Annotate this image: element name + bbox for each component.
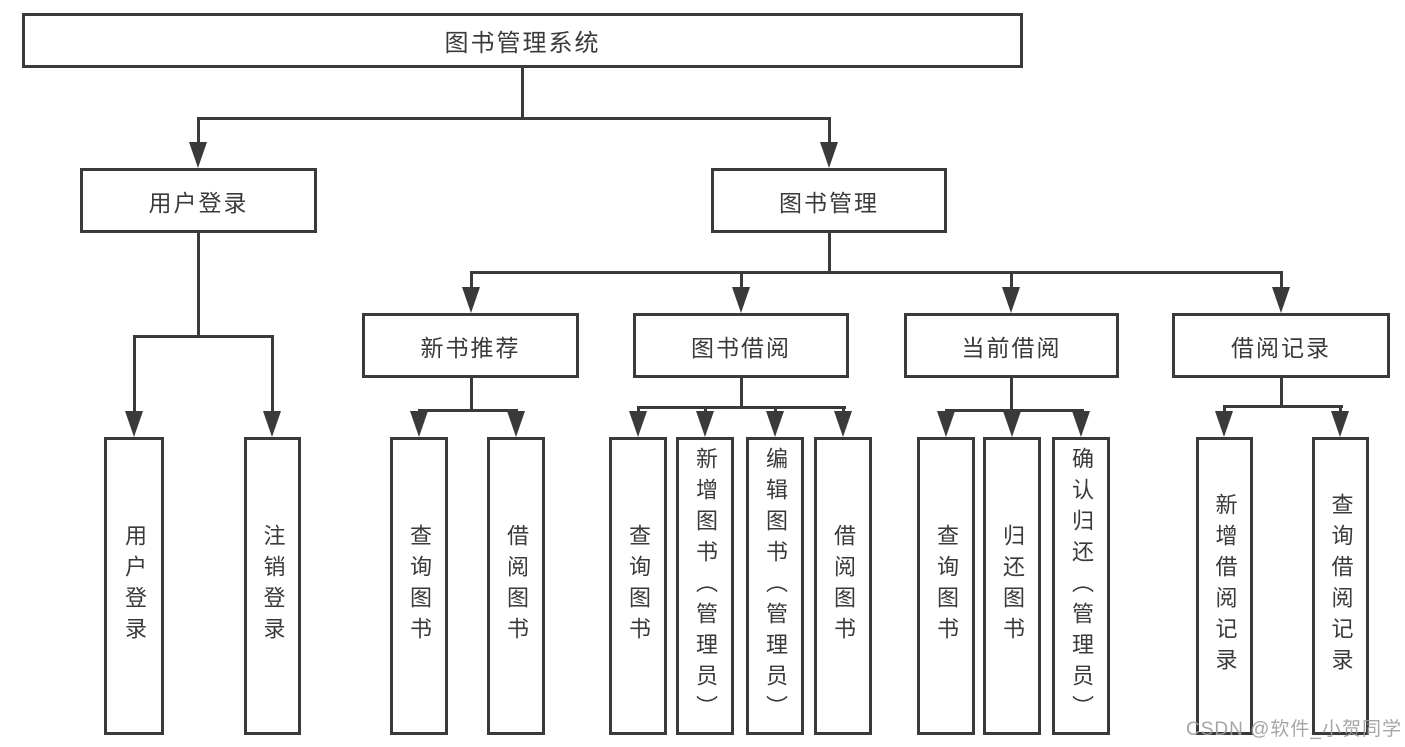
node-label: 图书管理 — [779, 189, 879, 216]
connector-stem — [1223, 405, 1226, 413]
leaf-label: 查询图书 — [407, 524, 432, 648]
leaf-label: 归还图书 — [1000, 524, 1025, 648]
connector-stem — [828, 117, 831, 144]
node-book-management: 图书管理 — [711, 168, 947, 233]
csdn-watermark: CSDN @软件_小贺同学 — [1186, 719, 1402, 740]
arrow-down-icon — [732, 287, 750, 313]
arrow-down-icon — [462, 287, 480, 313]
arrow-down-icon — [1003, 411, 1021, 437]
node-library-management-system: 图书管理系统 — [22, 13, 1023, 68]
connector-stem — [842, 406, 845, 414]
leaf-label: 借阅图书 — [504, 524, 529, 648]
arrow-down-icon — [937, 411, 955, 437]
leaf-confirm-return-admin: 确认归还（管理员） — [1052, 437, 1110, 735]
leaf-query-books-borrow: 查询图书 — [609, 437, 667, 735]
leaf-label: 用户登录 — [122, 524, 147, 648]
node-user-login: 用户登录 — [80, 168, 317, 233]
leaf-add-borrow-record: 新增借阅记录 — [1196, 437, 1253, 735]
connector-stem — [740, 271, 743, 289]
leaf-label: 新增借阅记录 — [1212, 493, 1238, 679]
connector-new-book-stem — [470, 378, 473, 409]
connector-stem — [133, 335, 136, 414]
leaf-label: 查询图书 — [626, 524, 651, 648]
node-label: 用户登录 — [148, 189, 249, 216]
arrow-down-icon — [263, 411, 281, 437]
arrow-down-icon — [834, 411, 852, 437]
arrow-down-icon — [1072, 411, 1090, 437]
arrow-down-icon — [1331, 411, 1349, 437]
arrow-down-icon — [696, 411, 714, 437]
connector-user-login-bar — [133, 335, 274, 338]
connector-book-mgmt-stem — [828, 233, 831, 273]
arrow-down-icon — [766, 411, 784, 437]
connector-new-book-bar — [418, 409, 518, 412]
connector-book-borrow-bar — [637, 406, 846, 409]
connector-borrow-record-bar — [1223, 405, 1343, 408]
node-label: 借阅记录 — [1231, 334, 1331, 361]
arrow-down-icon — [1272, 287, 1290, 313]
node-label: 当前借阅 — [961, 334, 1062, 361]
leaf-borrow-books-newbook: 借阅图书 — [487, 437, 545, 735]
connector-stem — [470, 271, 473, 289]
leaf-query-borrow-record: 查询借阅记录 — [1312, 437, 1369, 735]
arrow-down-icon — [820, 142, 838, 168]
node-label: 图书管理系统 — [444, 30, 601, 57]
connector-book-borrow-stem — [740, 378, 743, 406]
leaf-label: 查询图书 — [934, 524, 959, 648]
connector-current-borrow-bar — [945, 409, 1084, 412]
connector-stem — [637, 406, 640, 414]
arrow-down-icon — [629, 411, 647, 437]
connector-stem — [197, 117, 200, 144]
connector-stem — [271, 335, 274, 414]
node-label: 新书推荐 — [420, 334, 521, 361]
leaf-logout: 注销登录 — [244, 437, 301, 735]
arrow-down-icon — [125, 411, 143, 437]
connector-stem — [704, 406, 707, 414]
leaf-label: 新增图书（管理员） — [693, 446, 718, 726]
node-current-borrowing: 当前借阅 — [904, 313, 1119, 378]
leaf-label: 借阅图书 — [831, 524, 856, 648]
leaf-label: 编辑图书（管理员） — [763, 446, 788, 726]
node-label: 图书借阅 — [691, 334, 791, 361]
leaf-query-books-newbook: 查询图书 — [390, 437, 448, 735]
arrow-down-icon — [189, 142, 207, 168]
connector-stem — [774, 406, 777, 414]
arrow-down-icon — [507, 411, 525, 437]
node-new-book-recommendation: 新书推荐 — [362, 313, 579, 378]
leaf-label: 确认归还（管理员） — [1069, 446, 1094, 726]
connector-level3-bar — [470, 271, 1283, 274]
node-borrowing-records: 借阅记录 — [1172, 313, 1390, 378]
connector-stem — [1010, 271, 1013, 289]
arrow-down-icon — [1215, 411, 1233, 437]
leaf-user-login: 用户登录 — [104, 437, 164, 735]
connector-stem — [1280, 271, 1283, 289]
connector-borrow-record-stem — [1280, 378, 1283, 405]
leaf-edit-books-admin: 编辑图书（管理员） — [746, 437, 804, 735]
connector-user-login-stem — [197, 233, 200, 335]
leaf-label: 查询借阅记录 — [1328, 493, 1354, 679]
leaf-add-books-admin: 新增图书（管理员） — [676, 437, 734, 735]
leaf-query-books-current: 查询图书 — [917, 437, 975, 735]
arrow-down-icon — [1002, 287, 1020, 313]
connector-current-borrow-stem — [1010, 378, 1013, 409]
connector-stem — [1339, 405, 1342, 413]
connector-level2-bar — [197, 117, 831, 120]
leaf-borrow-books: 借阅图书 — [814, 437, 872, 735]
leaf-label: 注销登录 — [260, 524, 286, 648]
arrow-down-icon — [410, 411, 428, 437]
node-book-borrowing: 图书借阅 — [633, 313, 849, 378]
connector-root-stem — [521, 68, 524, 117]
leaf-return-books: 归还图书 — [983, 437, 1041, 735]
